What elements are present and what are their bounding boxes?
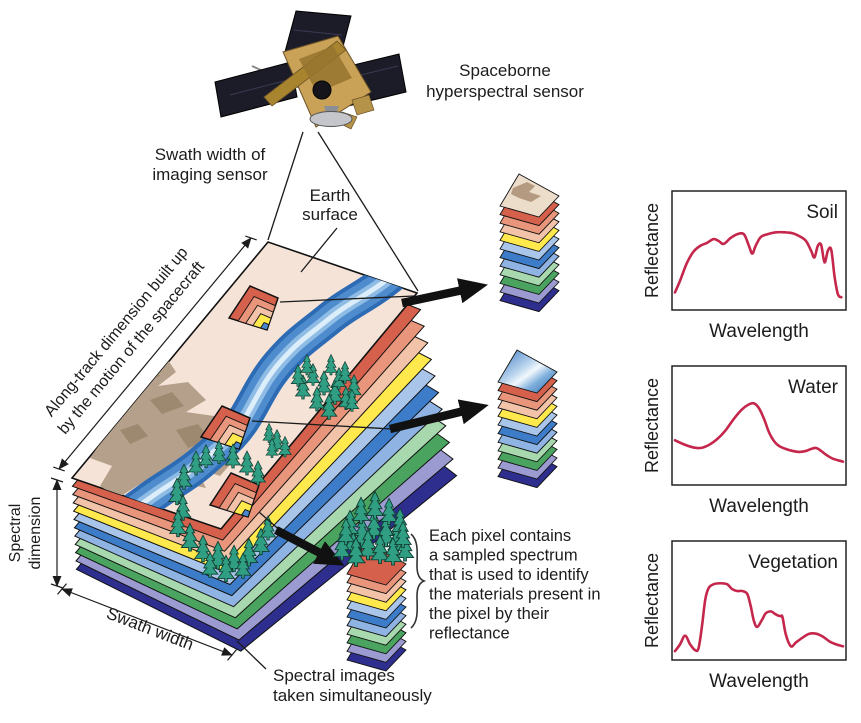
- pixel-inset-vegetation: [208, 472, 260, 518]
- pixel-annotation: Each pixel contains a sampled spectrum t…: [429, 527, 601, 643]
- chart-frame: [671, 365, 847, 486]
- satellite-illustration: [214, 10, 407, 130]
- satellite-label: Spaceborne: [459, 61, 551, 80]
- annotation-line: the pixel by their: [429, 605, 550, 623]
- spectral-dimension-label: dimension: [27, 497, 44, 570]
- swath-sensor-label: Swath width of: [155, 145, 266, 164]
- brace: [410, 533, 427, 629]
- pixel-ring: [259, 321, 270, 331]
- series-label: Water: [788, 377, 839, 398]
- spectral-images-caption: Spectral images taken simultaneously: [273, 666, 432, 705]
- spectrum-curve: [673, 581, 845, 653]
- chart-vegetation: Reflectance Vegetation Wavelength: [642, 540, 847, 692]
- water-spectrum-curve: [673, 401, 845, 463]
- vegetation-band-stack: [346, 541, 407, 672]
- series-label: Soil: [806, 202, 838, 223]
- soil-texture: [511, 182, 541, 202]
- dimension-arrows: [50, 235, 257, 661]
- caption-line: Spectral images: [273, 666, 395, 685]
- water-band-stack: [497, 349, 558, 489]
- arrow-to-water-stack: [388, 399, 489, 434]
- pixel-ring: [240, 508, 251, 518]
- chart-water: Reflectance Water Wavelength: [642, 365, 847, 517]
- chart-frame: [671, 540, 847, 661]
- annotation-line: the materials present in: [429, 586, 601, 604]
- sensor-aperture: [312, 80, 332, 100]
- earth-surface-label: Earth: [310, 186, 351, 205]
- soil-spectrum-curve: [673, 230, 843, 299]
- annotation-line: Each pixel contains: [429, 527, 571, 545]
- spectrum-curve: [673, 230, 843, 299]
- annotation-line: reflectance: [429, 625, 510, 643]
- x-axis-label: Wavelength: [709, 496, 809, 517]
- chart-frame: [671, 190, 847, 311]
- y-axis-label: Reflectance: [642, 553, 662, 648]
- spectrum-curve: [673, 401, 845, 463]
- scan-cone-lines: [267, 131, 419, 292]
- solar-panel-left: [214, 61, 298, 118]
- x-axis-label: Wavelength: [709, 671, 809, 692]
- satellite-dish: [309, 111, 353, 127]
- soil-band-stack: [499, 173, 560, 313]
- band-sheet: [497, 349, 558, 394]
- chart-soil: Reflectance Soil Wavelength: [642, 190, 847, 342]
- y-axis-label: Reflectance: [642, 203, 662, 298]
- vegetation-spectrum-curve: [673, 581, 845, 653]
- annotation-line: that is used to identify: [429, 566, 589, 584]
- y-axis-label: Reflectance: [642, 378, 662, 473]
- annotation-line: a sampled spectrum: [429, 547, 578, 565]
- swath-sensor-label: imaging sensor: [152, 165, 268, 184]
- arrow-to-vegetation-stack: [274, 526, 345, 566]
- x-axis-label: Wavelength: [709, 321, 809, 342]
- arrow-to-soil-stack: [401, 278, 488, 308]
- spectral-dimension-label: Spectral: [7, 504, 24, 563]
- caption-line: taken simultaneously: [273, 686, 432, 705]
- satellite-label: hyperspectral sensor: [426, 82, 584, 101]
- earth-surface-label: surface: [302, 205, 358, 224]
- series-label: Vegetation: [748, 552, 838, 573]
- extraction-arrows: [251, 278, 489, 566]
